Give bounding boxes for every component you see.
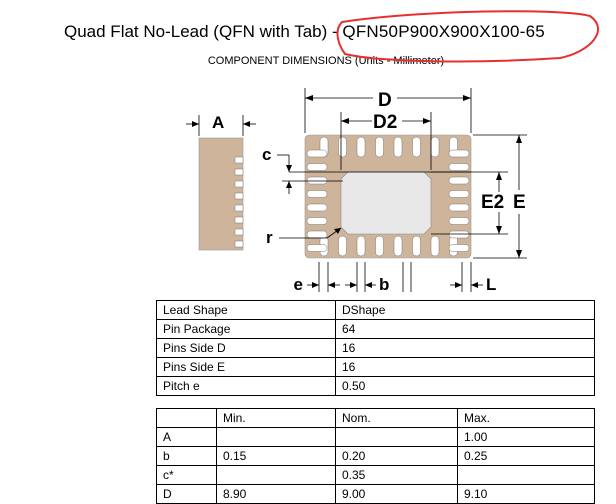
row-value: 16 [335, 338, 595, 358]
nom-value [335, 427, 458, 447]
header-cell-nom: Nom. [335, 408, 458, 428]
top-pin [393, 136, 403, 158]
max-value: 9.10 [457, 484, 595, 504]
right-pin [448, 149, 470, 158]
left-pin [306, 217, 328, 225]
side-pin [234, 216, 244, 224]
right-pin [448, 217, 470, 225]
part-number: QFN50P900X900X100-65 [342, 22, 545, 41]
table-row: c* 0.35 [156, 465, 595, 485]
side-pin [234, 168, 244, 176]
left-pin [306, 190, 328, 198]
side-pin [234, 192, 244, 200]
dim-label-D: D [378, 90, 392, 111]
bottom-pin [412, 235, 421, 257]
row-value: 64 [335, 319, 595, 339]
side-pin [234, 204, 244, 212]
bottom-pin [430, 235, 440, 257]
right-pin [448, 176, 470, 185]
dim-label-D2: D2 [373, 112, 397, 133]
dim-label-e: e [294, 275, 303, 294]
side-pin [234, 180, 244, 188]
nom-value: 0.20 [335, 446, 458, 466]
side-view: A [186, 113, 256, 251]
header-cell-max: Max. [457, 408, 595, 428]
min-value: 0.15 [216, 446, 336, 466]
left-pin [306, 230, 328, 239]
top-pin [430, 136, 440, 158]
row-label: Pins Side E [156, 357, 336, 377]
left-pin [306, 176, 328, 185]
right-pin [448, 230, 470, 239]
side-pin [234, 240, 244, 248]
dim-label-L: L [486, 275, 496, 294]
dim-label-E2: E2 [481, 192, 504, 213]
row-value: DShape [335, 300, 595, 320]
right-pin [448, 190, 470, 198]
row-label: Lead Shape [156, 300, 336, 320]
top-pin [375, 136, 384, 158]
left-pin [306, 203, 328, 212]
row-label: Pitch e [156, 376, 336, 396]
dim-label-A: A [212, 113, 224, 132]
package-diagram: A D D2 c r [186, 10, 600, 294]
top-pin [356, 136, 366, 158]
min-value [216, 427, 336, 447]
dim-name: A [156, 427, 217, 447]
dim-name: c* [156, 465, 217, 485]
top-view: D D2 c r E2 [262, 88, 527, 294]
right-pin [448, 244, 470, 252]
dim-label-b: b [379, 275, 389, 294]
left-pin [306, 163, 328, 171]
row-value: 0.50 [335, 376, 595, 396]
title-prefix: Quad Flat No-Lead (QFN with Tab) - [64, 22, 343, 41]
nom-value: 0.35 [335, 465, 458, 485]
row-label: Pins Side D [156, 338, 336, 358]
dim-name: b [156, 446, 217, 466]
page-subtitle: COMPONENT DIMENSIONS (Units - Millimeter… [207, 55, 445, 67]
dim-label-r: r [266, 228, 273, 247]
top-pin [338, 136, 347, 158]
table-row: A 1.00 [156, 427, 595, 447]
bottom-pin [338, 235, 347, 257]
row-value: 16 [335, 357, 595, 377]
dim-label-c: c [262, 145, 271, 164]
row-label: Pin Package [156, 319, 336, 339]
dim-label-E: E [513, 192, 526, 213]
dimension-table-header: Min. Nom. Max. [156, 408, 595, 428]
left-pin [306, 149, 328, 158]
left-pin [306, 244, 328, 252]
right-pin [448, 163, 470, 171]
bottom-pin [375, 235, 384, 257]
max-value: 0.25 [457, 446, 595, 466]
bottom-pin [393, 235, 403, 257]
annotation-circle [336, 10, 600, 63]
header-cell-min: Min. [216, 408, 336, 428]
min-value [216, 465, 336, 485]
page-title: Quad Flat No-Lead (QFN with Tab) - QFN50… [0, 22, 616, 42]
right-pin [448, 203, 470, 212]
side-pin [234, 156, 244, 164]
top-pin [412, 136, 421, 158]
max-value: 1.00 [457, 427, 595, 447]
side-pin [234, 228, 244, 236]
bottom-pin [356, 235, 366, 257]
max-value [457, 465, 595, 485]
nom-value: 9.00 [335, 484, 458, 504]
header-cell [156, 408, 217, 428]
